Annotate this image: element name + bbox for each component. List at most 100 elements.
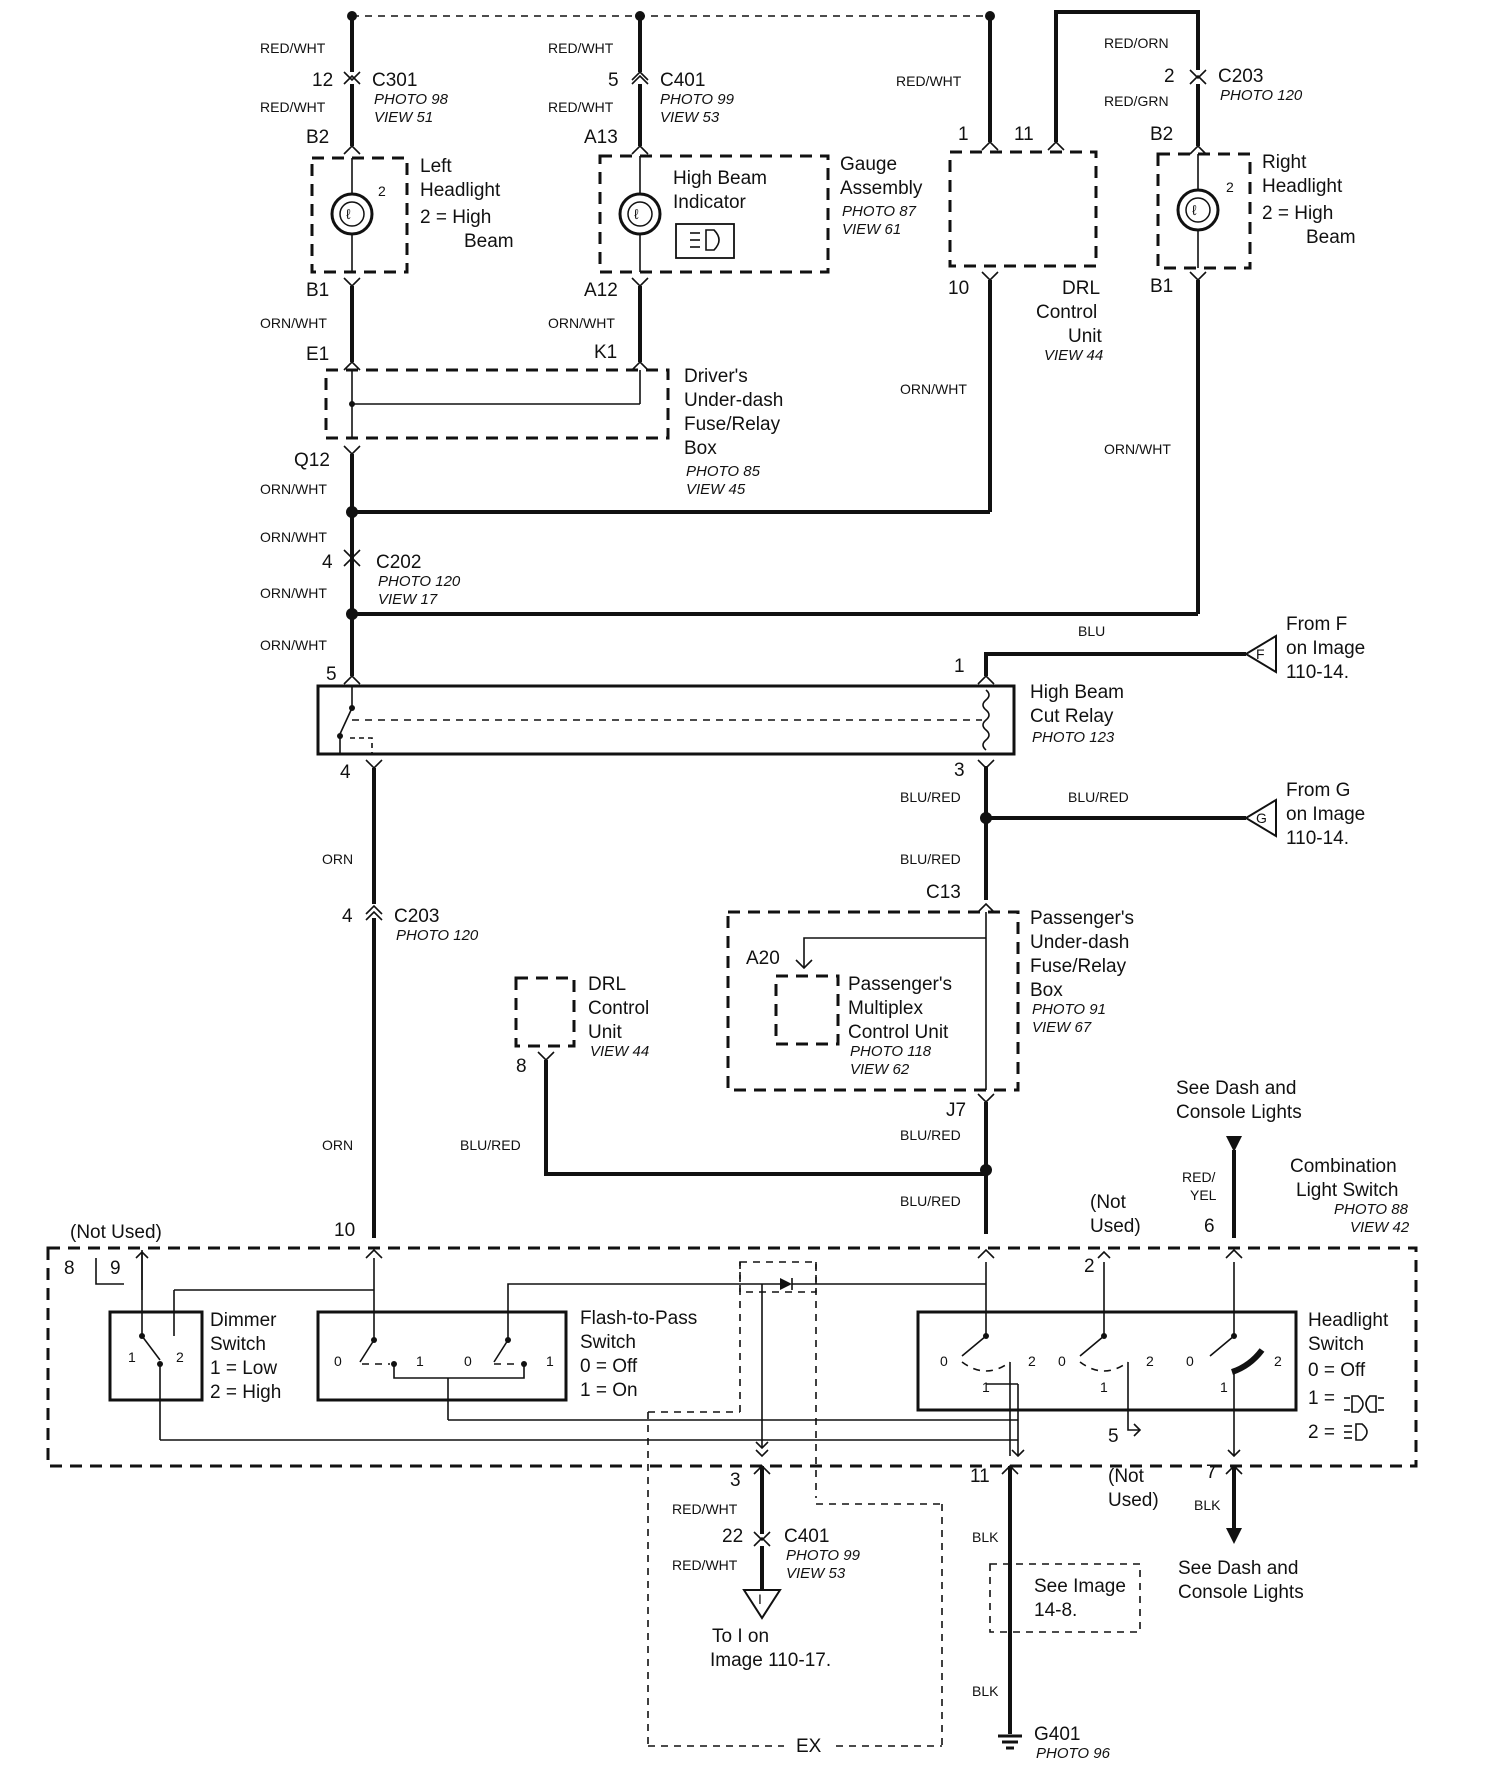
wire-label: ORN/WHT xyxy=(548,315,615,331)
svg-text:PHOTO 120: PHOTO 120 xyxy=(396,927,479,944)
svg-text:9: 9 xyxy=(110,1258,121,1279)
svg-text:PHOTO 118: PHOTO 118 xyxy=(850,1043,932,1060)
svg-text:0: 0 xyxy=(1058,1353,1066,1369)
wire-label: ORN/WHT xyxy=(260,315,327,331)
svg-text:8: 8 xyxy=(64,1258,75,1279)
svg-text:Fuse/Relay: Fuse/Relay xyxy=(684,414,781,435)
svg-text:Multiplex: Multiplex xyxy=(848,998,923,1019)
drl-control-unit-top: RED/WHT RED/ORN 1 11 10 DRL Control Unit… xyxy=(896,10,1200,512)
svg-text:2: 2 xyxy=(1274,1353,1282,1369)
svg-text:Used): Used) xyxy=(1090,1216,1141,1237)
relay-coil-icon xyxy=(982,689,990,751)
svg-text:1: 1 xyxy=(1100,1379,1108,1395)
svg-text:C13: C13 xyxy=(926,882,961,903)
svg-text:Box: Box xyxy=(684,438,717,459)
svg-text:0: 0 xyxy=(334,1353,342,1369)
svg-text:1 = On: 1 = On xyxy=(580,1380,638,1401)
svg-text:22: 22 xyxy=(722,1526,743,1547)
wire-label: BLK xyxy=(972,1529,999,1545)
svg-text:Under-dash: Under-dash xyxy=(684,390,783,411)
connector-c203: C203 xyxy=(1218,66,1263,87)
dimmer-switch-box xyxy=(108,1310,204,1402)
component-label: Headlight xyxy=(1308,1310,1389,1331)
connector-c202: C202 xyxy=(376,552,421,573)
bulb-icon xyxy=(330,192,374,236)
left-headlight-circuit: RED/WHT 12 C301 PHOTO 98 VIEW 51 RED/WHT… xyxy=(260,16,514,365)
svg-text:Switch: Switch xyxy=(210,1334,266,1355)
svg-text:I: I xyxy=(758,1591,762,1607)
svg-text:F: F xyxy=(1256,646,1265,662)
svg-text:11: 11 xyxy=(1014,124,1034,145)
right-headlight-circuit: 2 C203 PHOTO 120 RED/GRN B2 ℓ 2 Right He… xyxy=(1104,66,1356,614)
svg-text:VIEW 53: VIEW 53 xyxy=(786,1565,846,1582)
svg-text:PHOTO 96: PHOTO 96 xyxy=(1036,1745,1111,1762)
svg-text:PHOTO 120: PHOTO 120 xyxy=(1220,87,1303,104)
svg-text:VIEW 45: VIEW 45 xyxy=(686,481,746,498)
svg-text:2 = High: 2 = High xyxy=(1262,203,1333,224)
to-i-circuit: EX RED/WHT 22 C401 PHOTO 99 VIEW 53 RED/… xyxy=(647,1412,943,1757)
svg-text:PHOTO 85: PHOTO 85 xyxy=(686,463,761,480)
svg-text:Console Lights: Console Lights xyxy=(1178,1582,1304,1603)
svg-text:VIEW 17: VIEW 17 xyxy=(378,591,438,608)
svg-text:VIEW 44: VIEW 44 xyxy=(1044,347,1103,364)
wire-label: BLU/RED xyxy=(1068,789,1129,805)
svg-text:Console Lights: Console Lights xyxy=(1176,1102,1302,1123)
pin-label: B1 xyxy=(306,280,329,301)
parking-lights-icon xyxy=(1344,1395,1384,1413)
svg-text:VIEW 53: VIEW 53 xyxy=(660,109,720,126)
component-label: Right xyxy=(1262,152,1307,173)
diode-icon xyxy=(780,1278,792,1290)
svg-text:1: 1 xyxy=(546,1353,554,1369)
svg-text:See Dash and: See Dash and xyxy=(1176,1078,1296,1099)
wire-label: BLU/RED xyxy=(900,1193,961,1209)
svg-text:5: 5 xyxy=(326,664,337,685)
svg-text:VIEW 62: VIEW 62 xyxy=(850,1061,910,1078)
svg-text:Control: Control xyxy=(588,998,649,1019)
component-label: Driver's xyxy=(684,366,748,387)
svg-text:1 = Low: 1 = Low xyxy=(210,1358,277,1379)
svg-text:PHOTO 88: PHOTO 88 xyxy=(1334,1201,1409,1218)
svg-text:3: 3 xyxy=(954,760,965,781)
svg-text:14-8.: 14-8. xyxy=(1034,1600,1077,1621)
svg-text:11: 11 xyxy=(970,1466,990,1487)
ground-g401: G401 xyxy=(1034,1724,1080,1745)
pin-label: E1 xyxy=(306,344,329,365)
wire-label: ORN xyxy=(322,1137,353,1153)
svg-text:See Dash and: See Dash and xyxy=(1178,1558,1298,1579)
svg-text:PHOTO 120: PHOTO 120 xyxy=(378,573,461,590)
headlights-icon xyxy=(1344,1423,1368,1441)
bulb-icon xyxy=(618,192,662,236)
svg-text:2: 2 xyxy=(1226,179,1234,195)
component-label: Gauge xyxy=(840,154,897,175)
svg-text:A13: A13 xyxy=(584,127,618,148)
svg-text:2: 2 xyxy=(1084,1256,1095,1277)
svg-text:K1: K1 xyxy=(594,342,617,363)
orn-circuit: ORN 4 C203 PHOTO 120 ORN 10 xyxy=(322,768,479,1241)
svg-text:Assembly: Assembly xyxy=(840,178,923,199)
svg-text:Q12: Q12 xyxy=(294,450,330,471)
ground-icon xyxy=(998,1734,1022,1750)
drivers-fuse-relay-box: Driver's Under-dash Fuse/Relay Box PHOTO… xyxy=(260,360,1198,676)
svg-text:PHOTO 87: PHOTO 87 xyxy=(842,203,917,220)
svg-text:10: 10 xyxy=(334,1220,355,1241)
svg-text:RED/: RED/ xyxy=(1182,1169,1216,1185)
svg-text:110-14.: 110-14. xyxy=(1286,662,1349,683)
svg-text:110-14.: 110-14. xyxy=(1286,828,1349,849)
high-beam-indicator-circuit: RED/WHT 5 C401 PHOTO 99 VIEW 53 RED/WHT … xyxy=(548,16,923,363)
svg-text:0: 0 xyxy=(1186,1353,1194,1369)
svg-text:From F: From F xyxy=(1286,614,1347,635)
view-ref: VIEW 51 xyxy=(374,109,433,126)
wire-label: BLU/RED xyxy=(900,1127,961,1143)
high-beam-cut-relay: 5 High Beam Cut Relay PHOTO 123 1 BLU F … xyxy=(316,614,1365,783)
wire-label: BLK xyxy=(1194,1497,1221,1513)
svg-text:PHOTO 99: PHOTO 99 xyxy=(660,91,735,108)
svg-text:1: 1 xyxy=(1220,1379,1228,1395)
top-dashed-bus xyxy=(347,11,995,21)
svg-text:Beam: Beam xyxy=(1306,227,1356,248)
svg-text:2: 2 xyxy=(1146,1353,1154,1369)
component-label: Passenger's xyxy=(1030,908,1134,929)
svg-text:5: 5 xyxy=(1108,1426,1119,1447)
wire-label: RED/WHT xyxy=(260,40,326,56)
svg-text:1 =: 1 = xyxy=(1308,1388,1335,1409)
connector-c301: C301 xyxy=(372,70,417,91)
